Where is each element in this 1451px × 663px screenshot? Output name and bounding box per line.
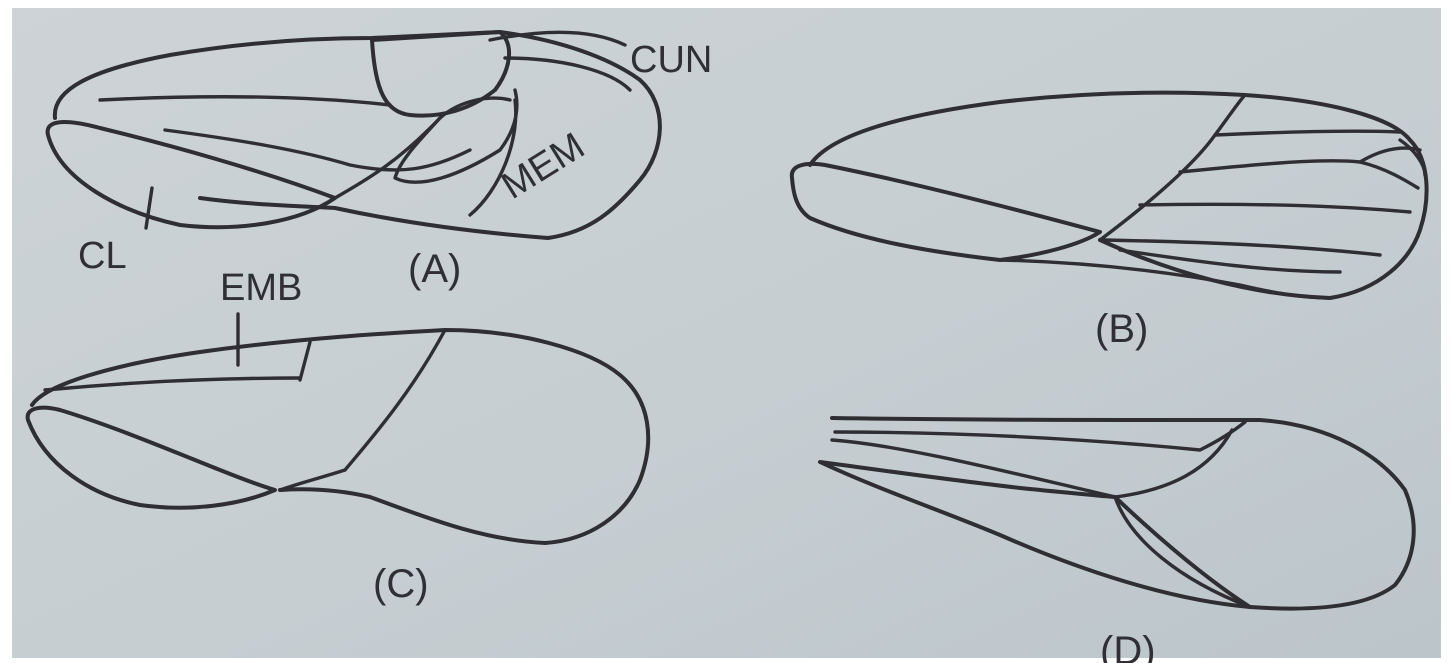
label-emb: EMB: [220, 267, 302, 309]
panel-label-c: (C): [373, 562, 429, 606]
label-cun: CUN: [630, 39, 712, 81]
panel-label-b: (B): [1095, 307, 1148, 351]
panel-label-a: (A): [408, 247, 461, 291]
label-cl: CL: [78, 235, 127, 277]
panel-label-d: (D): [1100, 629, 1156, 663]
paper-background: [12, 8, 1441, 658]
